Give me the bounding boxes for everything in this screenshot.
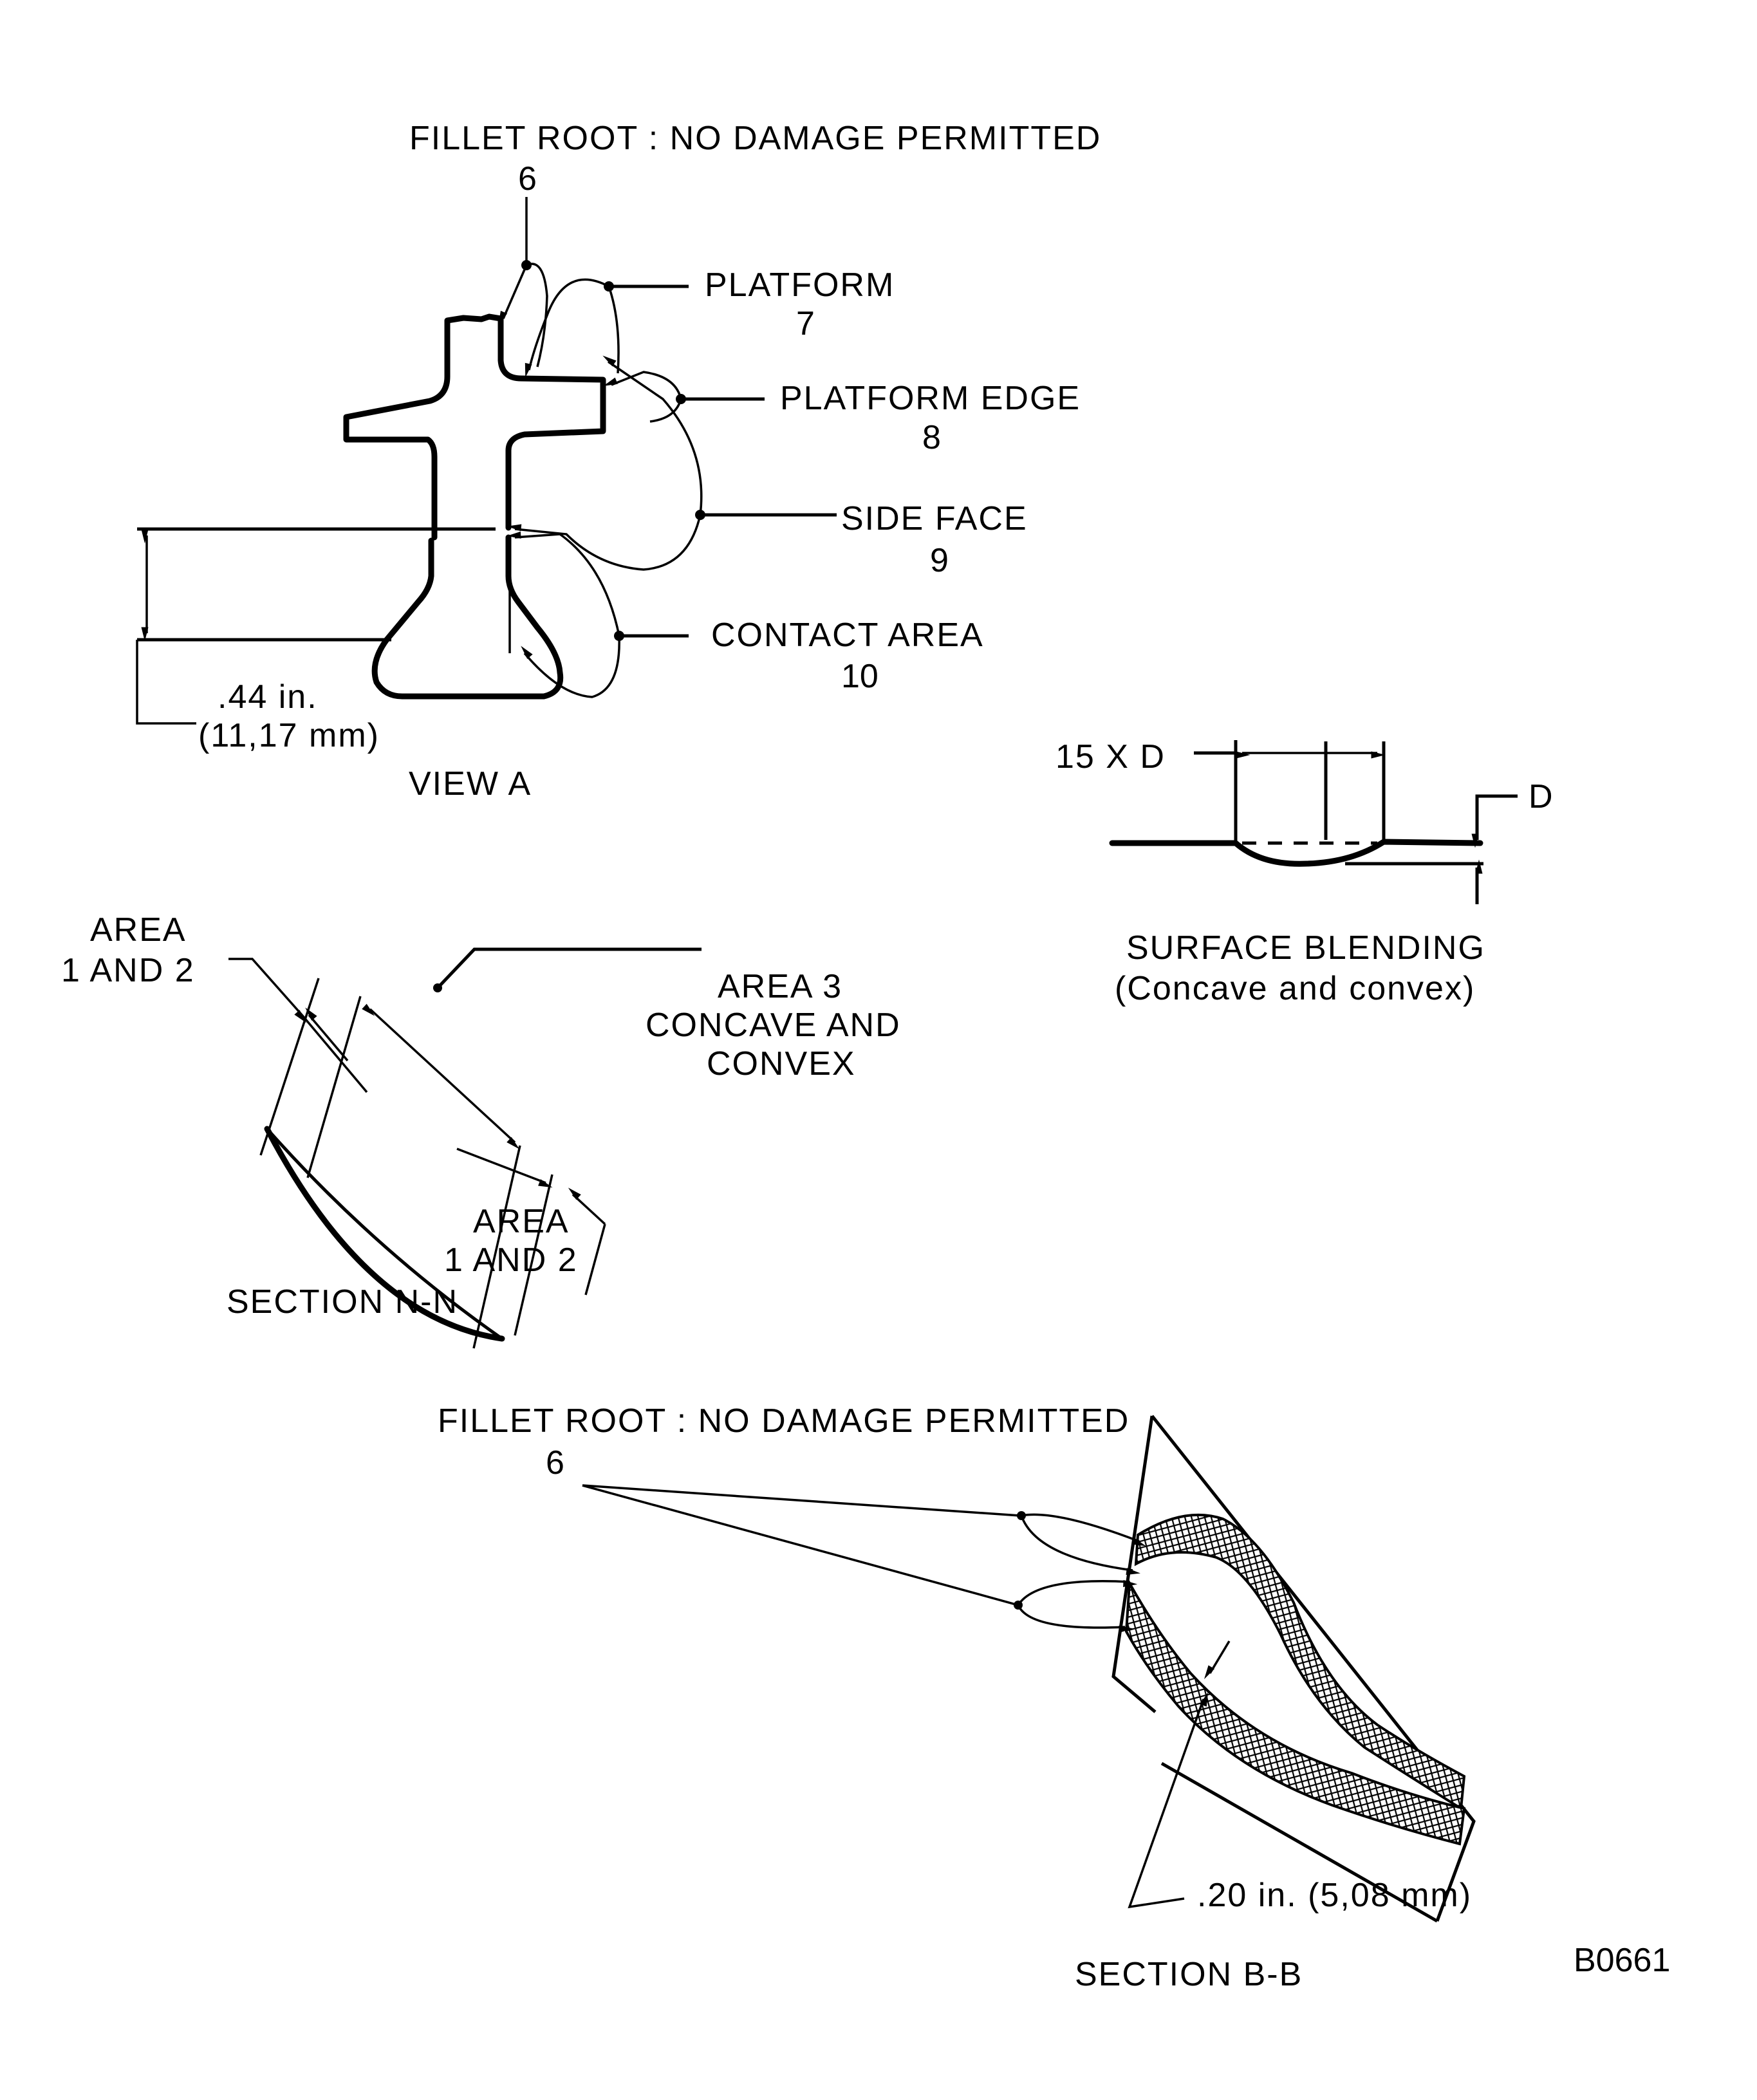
platform-edge-number: 8 [922, 419, 941, 456]
view-a-fillet-root-label: FILLET ROOT : NO DAMAGE PERMITTED [409, 120, 1101, 157]
figure-id: B0661 [1574, 1942, 1670, 1979]
callout-fillet-root [498, 197, 548, 367]
contact-area-number: 10 [841, 658, 879, 695]
dimension-leader-044 [136, 640, 196, 725]
depth-label-d: D [1529, 778, 1554, 815]
dimension-044-in: .44 in. [218, 678, 318, 716]
view-a: FILLET ROOT : NO DAMAGE PERMITTED 6 .44 … [136, 120, 1101, 803]
callout-side-face: SIDE FACE 9 [507, 355, 1028, 579]
surface-blending-title: SURFACE BLENDING [1126, 929, 1485, 967]
view-a-fillet-root-number: 6 [518, 160, 537, 198]
section-n-n-title: SECTION N-N [227, 1283, 458, 1321]
section-b-dimension: .20 in. (5,08 mm) [1197, 1877, 1472, 1914]
area-1-2-top-line1: AREA [90, 911, 187, 949]
section-b-fillet-root-number: 6 [546, 1444, 564, 1482]
platform-number: 7 [796, 305, 815, 342]
section-b-b-title: SECTION B-B [1075, 1956, 1303, 1993]
airfoil-concave [266, 1128, 503, 1341]
section-plane-left [1111, 1415, 1157, 1713]
section-b-b: FILLET ROOT : NO DAMAGE PERMITTED 6 .20 … [438, 1402, 1476, 1993]
dimension-044-mm: (11,17 mm) [198, 717, 380, 754]
section-b-fillet-root-label: FILLET ROOT : NO DAMAGE PERMITTED [438, 1402, 1130, 1440]
area-3-line3: CONVEX [707, 1045, 856, 1083]
callout-platform-edge: PLATFORM EDGE 8 [603, 371, 1081, 456]
area-1-2-bottom-line1: AREA [473, 1203, 570, 1240]
callout-contact-area: CONTACT AREA 10 [507, 531, 984, 698]
section-n-n: AREA 1 AND 2 AREA 3 CONCAVE AND CONVEX A… [61, 911, 901, 1349]
airfoil-convex [264, 1126, 505, 1342]
area-1-2-bottom-line2: 1 AND 2 [444, 1241, 578, 1279]
width-label-15xd: 15 X D [1055, 738, 1166, 776]
blend-profile [1109, 839, 1483, 867]
surface-blending-subtitle: (Concave and convex) [1115, 970, 1475, 1007]
platform-label: PLATFORM [705, 266, 895, 304]
area-3-line2: CONCAVE AND [646, 1007, 901, 1044]
side-face-number: 9 [930, 542, 949, 579]
side-face-label: SIDE FACE [841, 500, 1028, 537]
fillet-band-lower [1124, 1579, 1466, 1846]
view-a-title: VIEW A [409, 765, 532, 803]
callout-platform: PLATFORM 7 [525, 266, 895, 378]
surface-blending: 15 X D D SURFACE BLENDING (Concave and c… [1055, 738, 1554, 1007]
fillet-band-upper [1134, 1513, 1466, 1811]
blade-root-profile [343, 313, 606, 700]
area-1-2-top-line2: 1 AND 2 [61, 952, 195, 989]
platform-edge-label: PLATFORM EDGE [780, 380, 1081, 417]
contact-area-label: CONTACT AREA [711, 617, 984, 654]
area-3-line1: AREA 3 [718, 968, 842, 1005]
